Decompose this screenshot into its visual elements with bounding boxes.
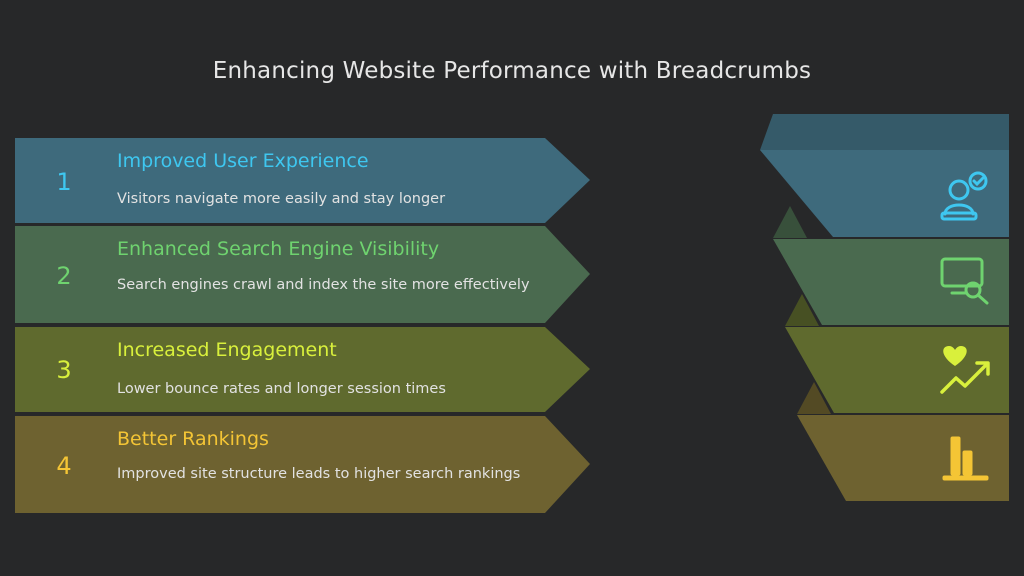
bar-chart-icon <box>942 436 989 481</box>
item-description: Search engines crawl and index the site … <box>117 277 530 293</box>
stair-fold-1 <box>773 206 807 238</box>
item-heading: Increased Engagement <box>117 339 337 361</box>
arrow-banner-1 <box>15 138 590 223</box>
list-item: 2 Enhanced Search Engine Visibility Sear… <box>0 226 600 323</box>
heart-trend-icon <box>940 346 990 394</box>
stair-panel-4 <box>797 415 1009 501</box>
item-description: Visitors navigate more easily and stay l… <box>117 191 446 207</box>
list-item: 1 Improved User Experience Visitors navi… <box>0 138 600 223</box>
stair-panel-1 <box>760 150 1009 237</box>
screen-search-icon <box>940 257 989 305</box>
arrow-banner-4 <box>15 416 590 513</box>
item-heading: Better Rankings <box>117 428 269 450</box>
item-description: Improved site structure leads to higher … <box>117 466 521 482</box>
item-heading: Improved User Experience <box>117 150 369 172</box>
page-title: Enhancing Website Performance with Bread… <box>212 58 812 84</box>
arrow-banner-3 <box>15 327 590 412</box>
item-number: 3 <box>56 356 72 384</box>
stair-fold-3 <box>797 382 831 414</box>
user-support-icon <box>940 171 988 221</box>
stair-top-cap <box>760 114 1009 150</box>
arrow-banner-2 <box>15 226 590 323</box>
item-number: 1 <box>56 168 72 196</box>
list-item: 3 Increased Engagement Lower bounce rate… <box>0 327 600 412</box>
item-number: 4 <box>56 452 72 480</box>
list-item: 4 Better Rankings Improved site structur… <box>0 416 600 513</box>
item-description: Lower bounce rates and longer session ti… <box>117 381 446 397</box>
item-heading: Enhanced Search Engine Visibility <box>117 238 440 260</box>
item-number: 2 <box>56 262 72 290</box>
stair-fold-2 <box>785 294 819 326</box>
